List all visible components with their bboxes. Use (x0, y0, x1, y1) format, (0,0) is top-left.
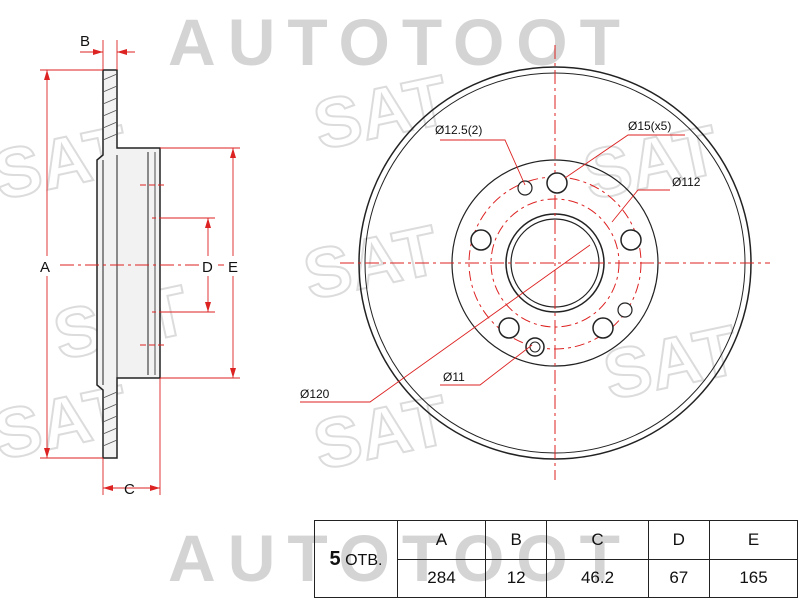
spec-table: 5 ОТВ. A B C D E 284 12 46.2 67 165 (314, 520, 798, 598)
dim-c-label: C (124, 481, 135, 498)
header-b: B (484, 520, 548, 560)
header-a: A (397, 520, 486, 560)
value-e: 165 (709, 558, 798, 598)
spec-value-row: 284 12 46.2 67 165 (315, 558, 798, 598)
sat-logo-1: SAT (307, 60, 455, 164)
pin-hole (525, 337, 545, 357)
spec-header-row: 5 ОТВ. A B C D E (314, 520, 798, 598)
value-b: 12 (484, 558, 548, 598)
holes-cell: 5 ОТВ. (314, 520, 398, 598)
value-d: 67 (647, 558, 711, 598)
disc-profile (96, 69, 161, 459)
bolt-hole-4 (498, 317, 520, 339)
sat-logo-6: SAT (597, 310, 745, 414)
bolt-hole-1 (546, 172, 568, 194)
header-d: D (647, 520, 711, 560)
dim-d-label: D (202, 259, 213, 276)
face-view: Ø12.5(2) Ø15(x5) Ø112 Ø120 Ø11 (300, 45, 770, 480)
label-pcd: Ø112 (672, 175, 701, 189)
section-hatching (102, 73, 118, 447)
value-a: 284 (397, 558, 486, 598)
header-e: E (709, 520, 798, 560)
small-holes (517, 180, 633, 318)
side-view: A B C D E (38, 33, 244, 498)
dim-a-label: A (40, 259, 50, 276)
holes-unit: ОТВ. (345, 551, 383, 569)
small-hole-2 (617, 302, 633, 318)
label-hole-small: Ø12.5(2) (435, 123, 482, 137)
bolt-hole-2 (620, 229, 642, 251)
bolt-hole-5 (470, 229, 492, 251)
dim-b-label: B (80, 33, 90, 50)
small-hole-1 (517, 180, 533, 196)
holes-number: 5 (329, 547, 341, 570)
label-pin-hole: Ø11 (443, 370, 465, 384)
value-c: 46.2 (546, 558, 649, 598)
bolt-hole-3 (592, 317, 614, 339)
bolt-holes (470, 172, 642, 339)
dim-e-label: E (228, 259, 238, 276)
label-hole-bolt: Ø15(x5) (628, 119, 671, 133)
header-c: C (546, 520, 649, 560)
label-center-bore-ring: Ø120 (300, 387, 330, 401)
